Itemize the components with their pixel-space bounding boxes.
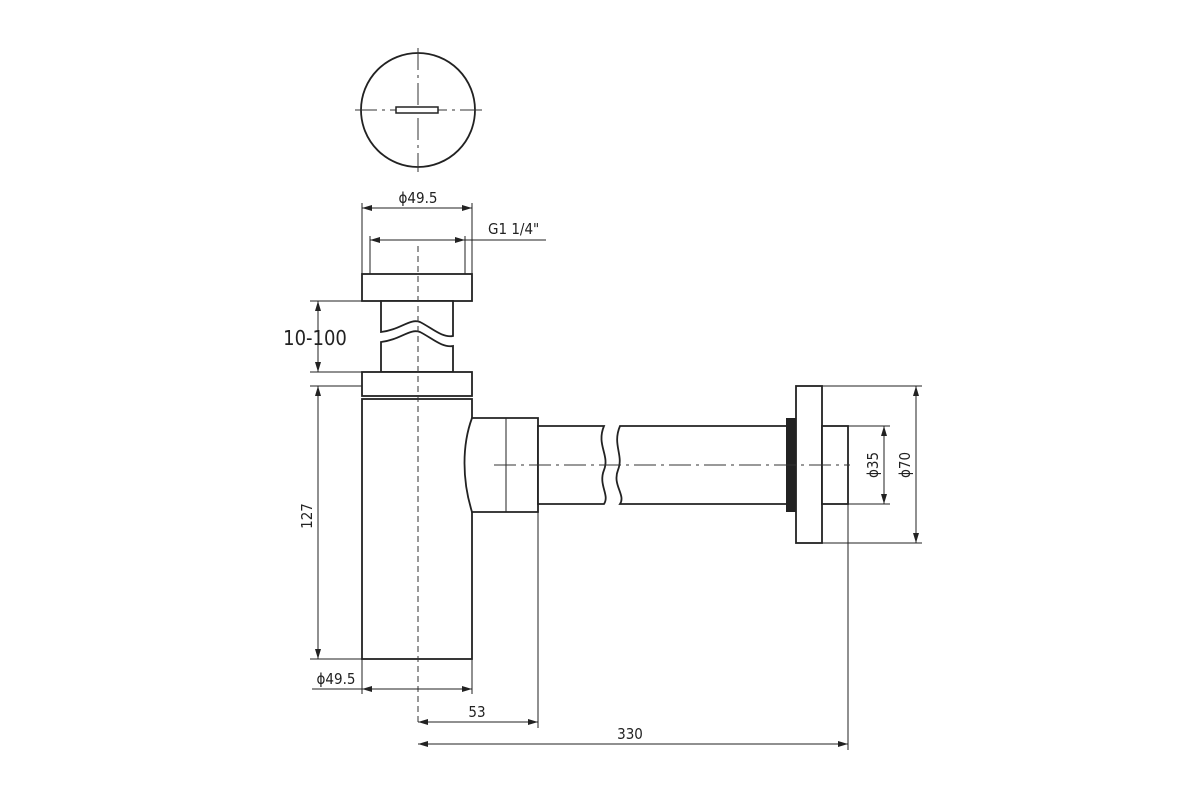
- thread-label: G1 1/4": [488, 220, 539, 238]
- height-range-label: 10-100: [283, 326, 347, 350]
- bottom-diameter-label: ϕ49.5: [317, 670, 356, 688]
- dim-height-range: 10-100: [283, 300, 362, 373]
- dim-top-diameter: ϕ49.5: [362, 189, 472, 211]
- flange-diameter-label: ϕ70: [896, 452, 914, 478]
- telescopic-stem: [380, 300, 454, 373]
- dim-flange-diameter: ϕ70: [822, 385, 922, 544]
- dim-total-length: 330: [418, 504, 849, 750]
- top-diameter-label: ϕ49.5: [399, 189, 438, 207]
- body-collar: [361, 371, 473, 397]
- top-cap: [361, 273, 473, 302]
- top-view: [355, 48, 482, 172]
- dim-outlet-offset: 53: [418, 512, 539, 728]
- upper-cap: [361, 203, 473, 302]
- plug-slot: [395, 106, 439, 114]
- outlet-offset-label: 53: [468, 703, 485, 721]
- trap-body: [361, 398, 473, 660]
- pipe-right: [615, 425, 791, 505]
- total-length-label: 330: [617, 725, 643, 743]
- dim-pipe-diameter: ϕ35: [848, 425, 890, 505]
- stem-upper: [380, 300, 454, 338]
- dim-body-height: 127: [298, 385, 362, 660]
- dim-thread: G1 1/4": [370, 220, 546, 243]
- dim-bottom-diameter: ϕ49.5: [312, 659, 473, 694]
- pipe-diameter-label: ϕ35: [864, 452, 882, 478]
- body-height-label: 127: [298, 503, 316, 529]
- stem-lower: [380, 330, 454, 373]
